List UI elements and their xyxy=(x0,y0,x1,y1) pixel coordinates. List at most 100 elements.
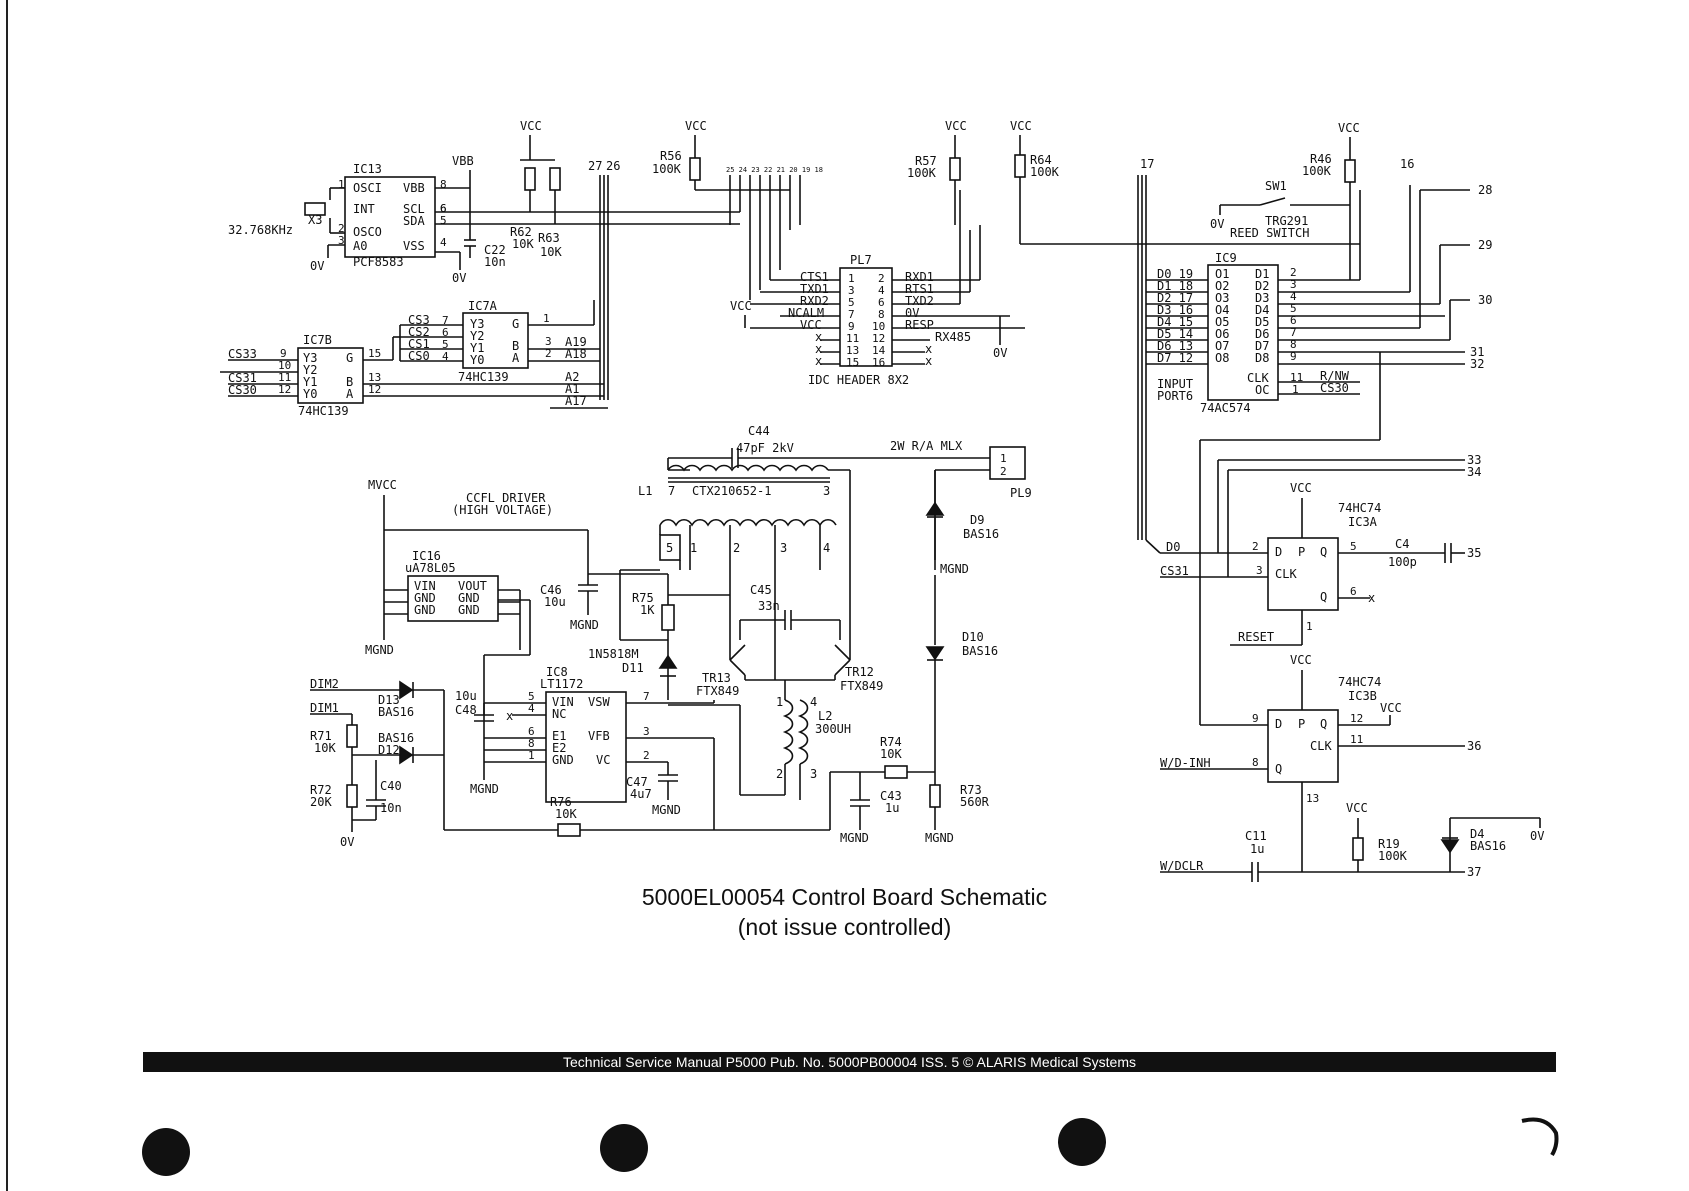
svg-text:A1: A1 xyxy=(565,382,579,396)
svg-text:6: 6 xyxy=(442,326,449,339)
svg-text:C44: C44 xyxy=(748,424,770,438)
svg-text:(HIGH VOLTAGE): (HIGH VOLTAGE) xyxy=(452,503,553,517)
svg-text:VCC: VCC xyxy=(685,119,707,133)
svg-text:VCC: VCC xyxy=(1338,121,1360,135)
svg-text:RESET: RESET xyxy=(1238,630,1274,644)
svg-text:R71: R71 xyxy=(310,729,332,743)
svg-text:6: 6 xyxy=(1290,314,1297,327)
svg-text:A2: A2 xyxy=(565,370,579,384)
svg-text:10K: 10K xyxy=(314,741,336,755)
svg-text:1u: 1u xyxy=(885,801,899,815)
svg-text:1: 1 xyxy=(1306,620,1313,633)
svg-text:1u: 1u xyxy=(1250,842,1264,856)
svg-text:C22: C22 xyxy=(484,243,506,257)
svg-text:D11: D11 xyxy=(622,661,644,675)
svg-text:R73: R73 xyxy=(960,783,982,797)
svg-text:W/D-INH: W/D-INH xyxy=(1160,756,1211,770)
svg-text:4: 4 xyxy=(528,702,535,715)
svg-text:O8: O8 xyxy=(1215,351,1229,365)
svg-text:FTX849: FTX849 xyxy=(696,684,739,698)
svg-text:G: G xyxy=(346,351,353,365)
svg-text:2: 2 xyxy=(878,272,885,285)
svg-text:Y3: Y3 xyxy=(303,351,317,365)
svg-text:Q: Q xyxy=(1320,545,1327,559)
svg-text:A18: A18 xyxy=(565,347,587,361)
svg-text:6: 6 xyxy=(440,202,447,215)
svg-text:VBB: VBB xyxy=(403,181,425,195)
svg-text:D5: D5 xyxy=(1255,315,1269,329)
svg-text:7: 7 xyxy=(442,314,449,327)
svg-text:CS31: CS31 xyxy=(1160,564,1189,578)
schematic-title: 5000EL00054 Control Board Schematic xyxy=(641,884,1048,910)
svg-text:0V: 0V xyxy=(993,346,1007,360)
svg-text:VSS: VSS xyxy=(403,239,425,253)
svg-text:5: 5 xyxy=(442,338,449,351)
svg-text:8: 8 xyxy=(878,308,885,321)
svg-text:O4: O4 xyxy=(1215,303,1229,317)
svg-text:CS0: CS0 xyxy=(408,349,430,363)
svg-text:Y0: Y0 xyxy=(470,353,484,367)
svg-text:6: 6 xyxy=(528,725,535,738)
svg-text:VCC: VCC xyxy=(945,119,967,133)
svg-text:PL9: PL9 xyxy=(1010,486,1032,500)
svg-text:4: 4 xyxy=(440,236,447,249)
svg-text:D8: D8 xyxy=(1255,351,1269,365)
svg-text:IC3B: IC3B xyxy=(1348,689,1377,703)
svg-text:100K: 100K xyxy=(1378,849,1408,863)
svg-text:2: 2 xyxy=(338,222,345,235)
svg-text:IC16: IC16 xyxy=(412,549,441,563)
svg-text:D12: D12 xyxy=(378,743,400,757)
svg-text:MGND: MGND xyxy=(365,643,394,657)
svg-text:R75: R75 xyxy=(632,591,654,605)
svg-text:25 24 23 22 21 20 19 18: 25 24 23 22 21 20 19 18 xyxy=(726,166,823,174)
svg-text:OSCO: OSCO xyxy=(353,225,382,239)
svg-text:5: 5 xyxy=(666,541,673,555)
svg-text:15: 15 xyxy=(368,347,381,360)
binder-hole-partial xyxy=(1521,1117,1559,1157)
svg-text:RX485: RX485 xyxy=(935,330,971,344)
svg-text:6: 6 xyxy=(878,296,885,309)
svg-text:C11: C11 xyxy=(1245,829,1267,843)
svg-text:28: 28 xyxy=(1478,183,1492,197)
svg-text:10K: 10K xyxy=(540,245,562,259)
svg-text:C40: C40 xyxy=(380,779,402,793)
svg-text:R63: R63 xyxy=(538,231,560,245)
svg-text:3: 3 xyxy=(848,284,855,297)
svg-text:CS1: CS1 xyxy=(408,337,430,351)
svg-text:D3 16: D3 16 xyxy=(1157,303,1193,317)
svg-text:Y3: Y3 xyxy=(470,317,484,331)
svg-text:IC9: IC9 xyxy=(1215,251,1237,265)
svg-text:R/NW: R/NW xyxy=(1320,369,1350,383)
svg-text:2: 2 xyxy=(733,541,740,555)
svg-text:32.768KHz: 32.768KHz xyxy=(228,223,293,237)
svg-text:0V: 0V xyxy=(340,835,354,849)
svg-text:6: 6 xyxy=(440,202,447,215)
binder-hole xyxy=(142,1128,190,1176)
svg-text:CS3: CS3 xyxy=(408,313,430,327)
svg-text:R46: R46 xyxy=(1310,152,1332,166)
svg-text:A19: A19 xyxy=(565,335,587,349)
regulator-ic16: IC16 uA78L05 VIN GND GND VOUT GND GND xyxy=(405,549,499,622)
svg-text:9: 9 xyxy=(1290,350,1297,363)
svg-text:100K: 100K xyxy=(1030,165,1060,179)
svg-text:3: 3 xyxy=(823,484,830,498)
svg-text:11: 11 xyxy=(278,371,291,384)
svg-text:15: 15 xyxy=(846,356,859,369)
svg-text:7: 7 xyxy=(668,484,675,498)
svg-text:C48: C48 xyxy=(455,703,477,717)
rtc-ic13: IC13 OSCI INT OSCO A0 VBB SCL SDA VSS PC… xyxy=(338,162,447,269)
svg-text:BAS16: BAS16 xyxy=(963,527,999,541)
svg-text:74HC139: 74HC139 xyxy=(458,370,509,384)
svg-text:100K: 100K xyxy=(652,162,682,176)
svg-text:D1: D1 xyxy=(1255,267,1269,281)
svg-text:x: x xyxy=(925,342,932,356)
svg-text:IDC HEADER 8X2: IDC HEADER 8X2 xyxy=(808,373,909,387)
svg-text:3: 3 xyxy=(780,541,787,555)
svg-text:G: G xyxy=(512,317,519,331)
schematic-subtitle: (not issue controlled) xyxy=(737,914,952,940)
svg-text:VIN: VIN xyxy=(552,695,574,709)
svg-text:P: P xyxy=(1298,717,1305,731)
svg-text:10: 10 xyxy=(278,359,291,372)
svg-text:MGND: MGND xyxy=(652,803,681,817)
svg-text:TR13: TR13 xyxy=(702,671,731,685)
